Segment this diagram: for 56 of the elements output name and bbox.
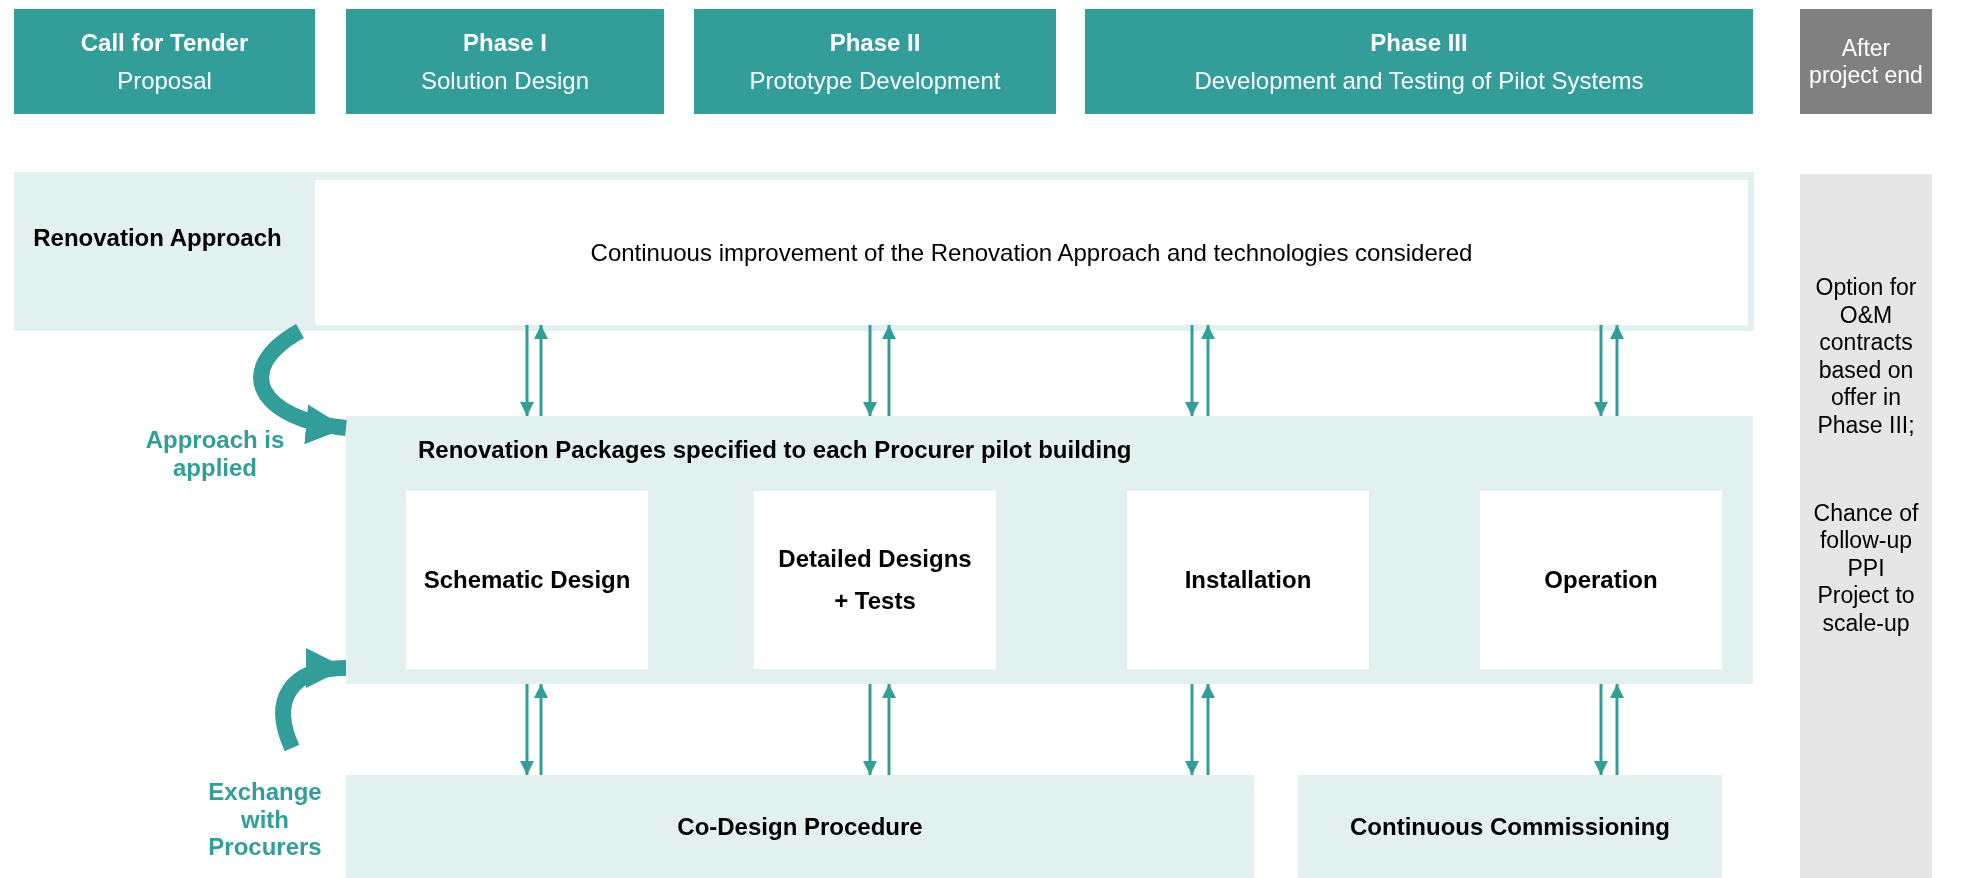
arrow xyxy=(882,325,896,416)
curved-arrow xyxy=(275,650,347,751)
process-box xyxy=(1480,491,1722,669)
band-title: Renovation Packages specified to each Procurer pilot building xyxy=(418,436,1132,464)
box-label: Schematic Design xyxy=(423,566,631,594)
band-title: Continuous Commissioning xyxy=(1350,812,1670,841)
arrow xyxy=(520,325,534,416)
process-band xyxy=(1298,775,1722,878)
arrow xyxy=(882,684,896,775)
band-title: Co-Design Procedure xyxy=(677,812,923,841)
arrow xyxy=(863,684,877,775)
phase-header xyxy=(346,9,664,114)
box-label: Detailed Designs xyxy=(778,545,972,573)
header-title: Phase III xyxy=(1370,28,1468,57)
curved-arrow xyxy=(253,324,348,443)
arrow xyxy=(1201,684,1215,775)
phase-header xyxy=(14,9,315,114)
header-subtitle: Solution Design xyxy=(420,66,590,95)
box-label: + Tests xyxy=(834,587,916,615)
box-label: Continuous improvement of the Renovation Approach and technologies considered xyxy=(590,238,1473,267)
edge-label: Approach is applied xyxy=(144,426,286,482)
process-band xyxy=(346,775,1254,878)
note-text: Option for O&M contracts based on offer in Phase III; xyxy=(1814,274,1918,440)
note-text: Chance of follow-up PPI Project to scale-up xyxy=(1812,499,1920,638)
arrow xyxy=(1610,684,1624,775)
header-title: Phase I xyxy=(462,28,547,57)
box-label: Operation xyxy=(1544,566,1658,594)
header-title: After project end xyxy=(1808,34,1924,89)
arrow xyxy=(1594,684,1608,775)
phase-header xyxy=(1800,9,1932,114)
header-subtitle: Proposal xyxy=(117,66,212,95)
phase-header xyxy=(694,9,1056,114)
header-subtitle: Development and Testing of Pilot Systems xyxy=(1194,66,1644,95)
arrow xyxy=(1185,684,1199,775)
swimlane-band xyxy=(14,172,1754,331)
arrow xyxy=(520,684,534,775)
band-title: Renovation Approach xyxy=(32,223,283,253)
arrow xyxy=(863,325,877,416)
header-title: Phase II xyxy=(829,28,921,57)
arrow xyxy=(534,684,548,775)
arrow xyxy=(1594,325,1608,416)
header-title: Call for Tender xyxy=(80,28,249,57)
edge-label: Exchange with Procurers xyxy=(207,778,323,861)
arrow xyxy=(1201,325,1215,416)
process-box xyxy=(754,491,996,669)
arrow xyxy=(1610,325,1624,416)
process-box xyxy=(1127,491,1369,669)
process-box xyxy=(315,180,1748,325)
note-panel xyxy=(1800,174,1932,878)
phase-header xyxy=(1085,9,1753,114)
swimlane-band xyxy=(346,416,1753,684)
arrow xyxy=(1185,325,1199,416)
arrow xyxy=(534,325,548,416)
header-subtitle: Prototype Development xyxy=(749,66,1001,95)
process-box xyxy=(406,491,648,669)
box-label: Installation xyxy=(1184,566,1312,594)
